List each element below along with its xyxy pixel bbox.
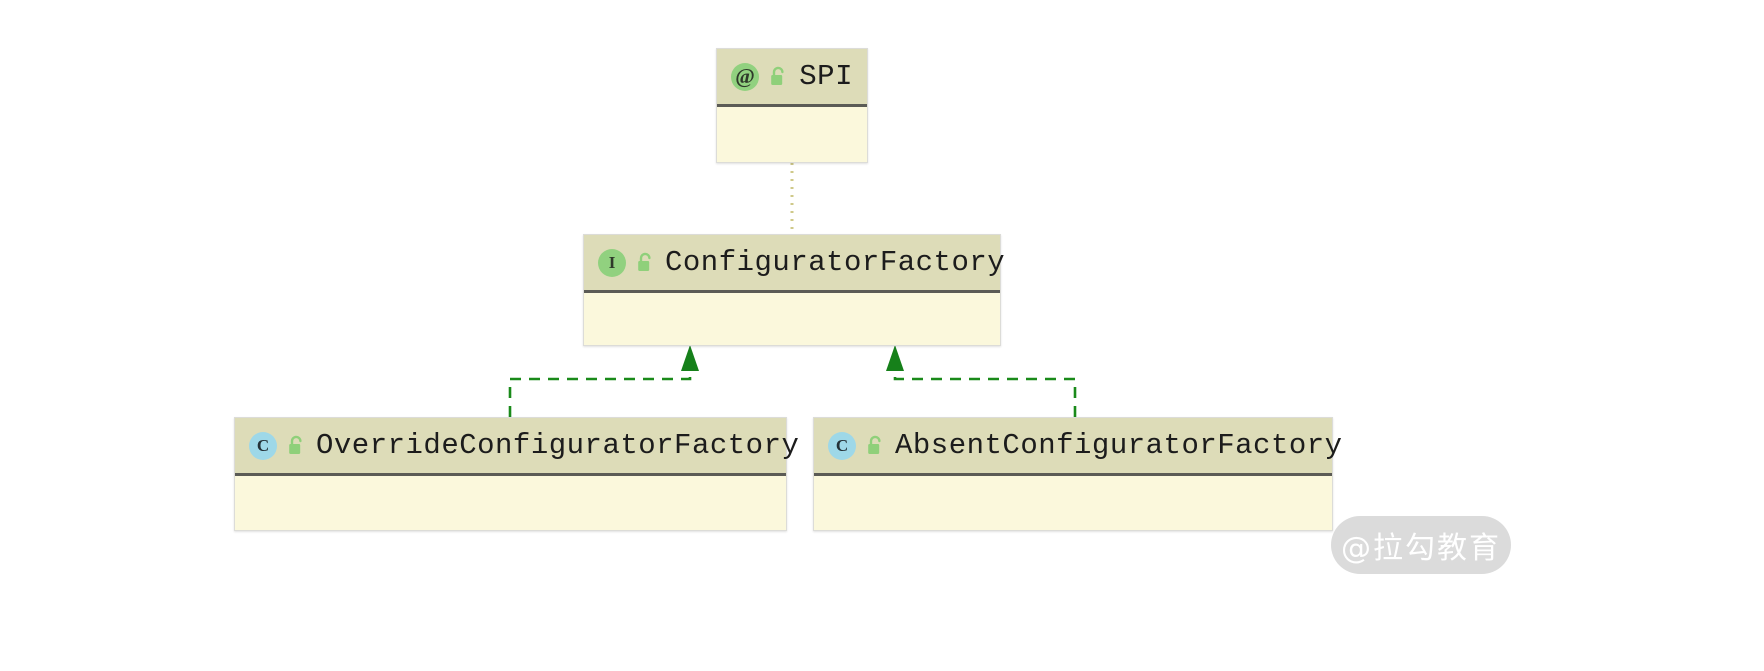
uml-node-spi-header: @ SPI — [717, 49, 867, 107]
class-icon: C — [828, 431, 856, 460]
uml-node-absent-configurator-factory-header: C AbsentConfiguratorFactory — [814, 418, 1342, 476]
unlock-icon — [635, 252, 655, 274]
uml-node-absent-configurator-factory[interactable]: C AbsentConfiguratorFactory — [813, 417, 1342, 531]
arrowhead-override-to-configurator-factory — [681, 345, 699, 371]
edge-override-to-configurator-factory — [508, 362, 692, 417]
uml-node-override-configurator-factory-members — [235, 476, 786, 529]
interface-icon: I — [598, 248, 626, 277]
uml-node-spi-members — [717, 107, 867, 161]
unlock-icon — [768, 66, 788, 88]
unlock-icon — [865, 435, 885, 457]
uml-node-absent-configurator-factory-title: AbsentConfiguratorFactory — [895, 429, 1343, 462]
edge-absent-to-configurator-factory — [893, 362, 1077, 417]
uml-node-absent-configurator-factory-members — [814, 476, 1332, 529]
uml-node-configurator-factory[interactable]: I ConfiguratorFactory — [583, 234, 1005, 346]
class-icon: C — [249, 431, 277, 460]
uml-node-configurator-factory-title: ConfiguratorFactory — [665, 246, 1006, 279]
arrowhead-absent-to-configurator-factory — [886, 345, 904, 371]
uml-node-override-configurator-factory-header: C OverrideConfiguratorFactory — [235, 418, 799, 476]
uml-node-override-configurator-factory-title: OverrideConfiguratorFactory — [316, 429, 800, 462]
unlock-icon — [286, 435, 306, 457]
watermark: @拉勾教育 — [1331, 516, 1511, 574]
uml-node-configurator-factory-members — [584, 293, 1000, 344]
uml-node-override-configurator-factory[interactable]: C OverrideConfiguratorFactory — [234, 417, 799, 531]
uml-node-spi-title: SPI — [799, 60, 853, 93]
uml-node-spi[interactable]: @ SPI — [716, 48, 868, 163]
annotation-icon: @ — [731, 62, 759, 91]
uml-node-configurator-factory-header: I ConfiguratorFactory — [584, 235, 1005, 293]
